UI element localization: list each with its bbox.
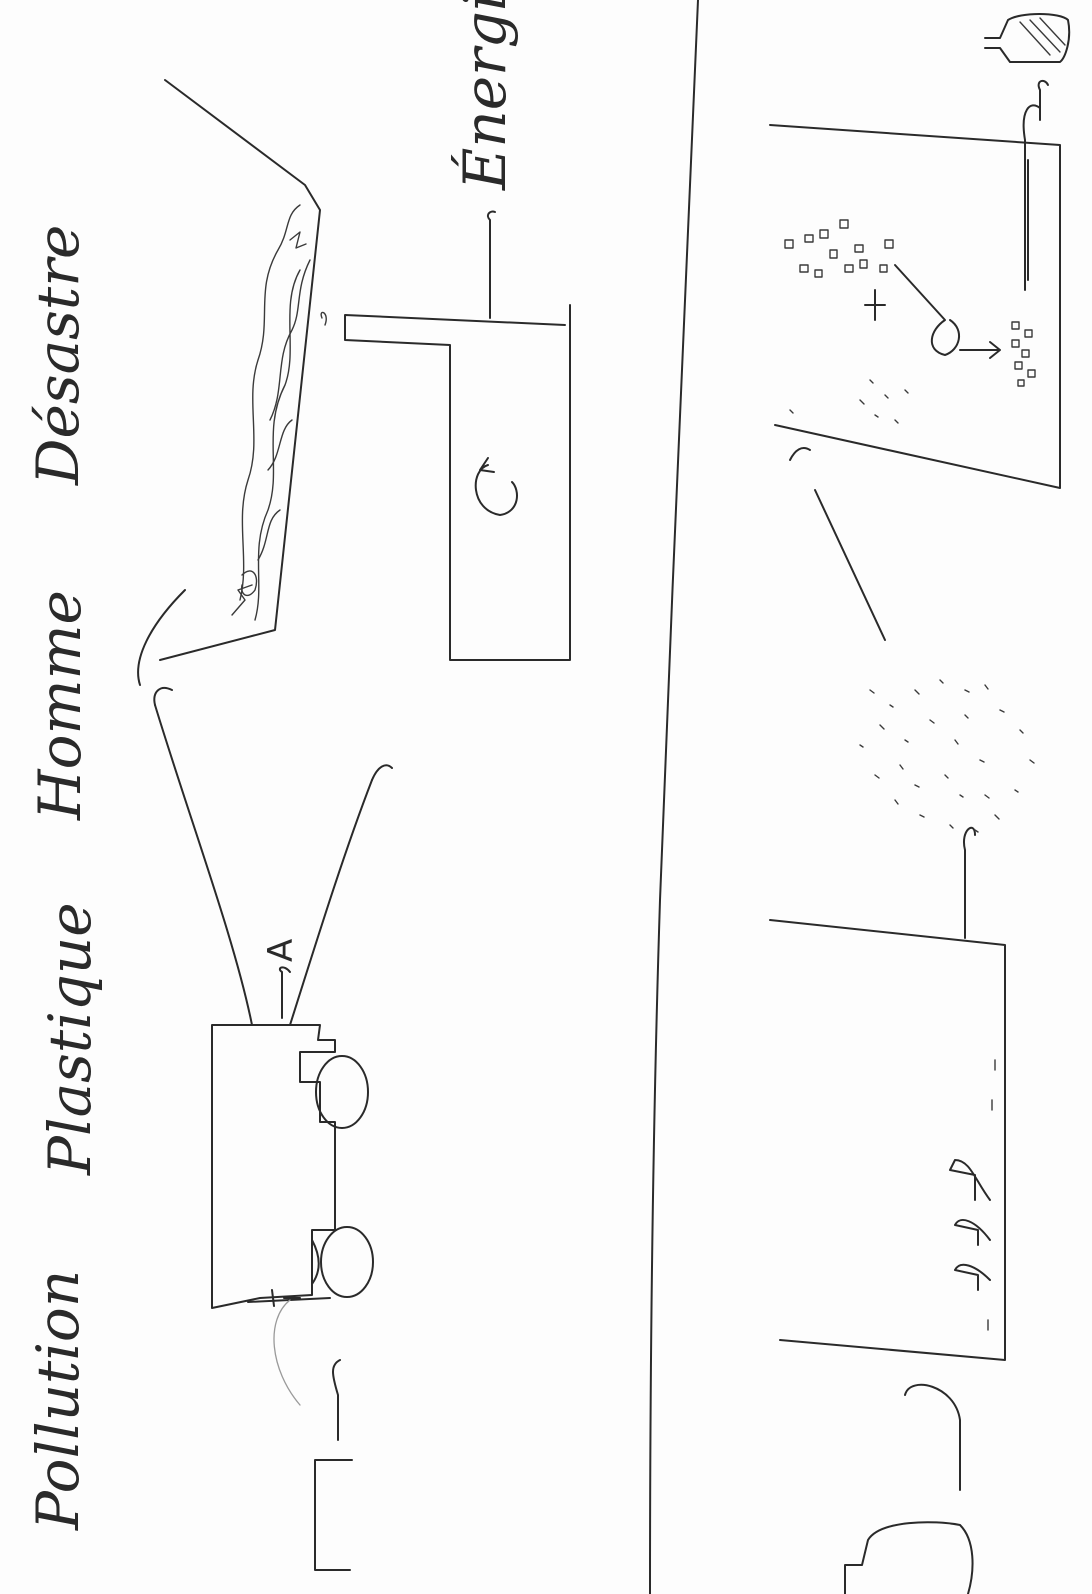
svg-text:A: A xyxy=(261,939,301,962)
label-homme: Homme xyxy=(26,590,94,821)
label-plastique: Plastique xyxy=(36,902,104,1176)
recycling-box xyxy=(321,212,570,660)
wheel-rear xyxy=(321,1227,373,1297)
label-pollution: Pollution xyxy=(24,1270,92,1531)
input-arrow xyxy=(274,1300,352,1570)
shred-cloud xyxy=(860,680,1034,938)
pellet-bin xyxy=(770,125,1060,640)
label-desastre: Désastre xyxy=(24,225,92,486)
arrows-to-homme xyxy=(154,688,392,1025)
wheel-front xyxy=(316,1056,368,1128)
divider-line xyxy=(650,0,698,1594)
vehicle-sketch xyxy=(212,1025,373,1308)
bottle-start xyxy=(845,1385,973,1594)
label-energie: Énergie xyxy=(451,0,519,191)
bottle-end xyxy=(985,14,1069,290)
cliff-sketch xyxy=(138,80,320,685)
bottle-bin xyxy=(770,920,1005,1360)
